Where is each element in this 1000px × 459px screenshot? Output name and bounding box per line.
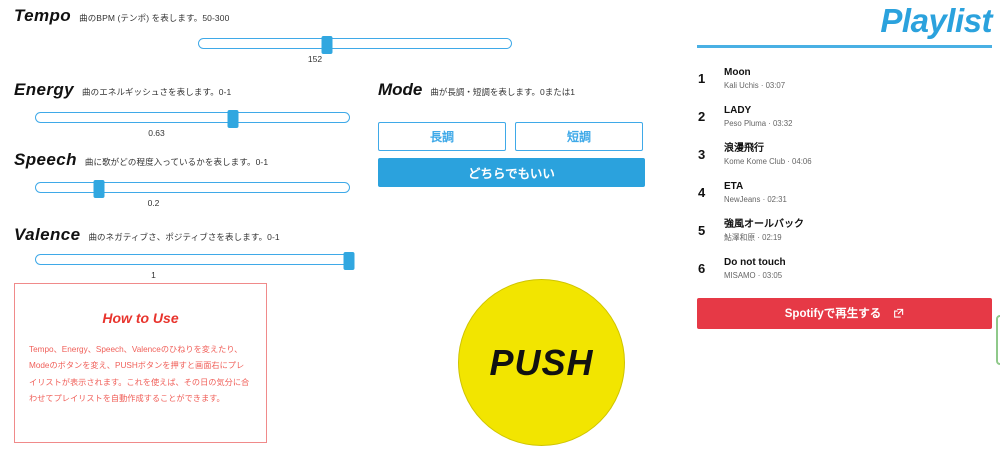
playlist-divider: [697, 45, 992, 48]
mode-minor-button[interactable]: 短調: [515, 122, 643, 151]
how-to-use-title: How to Use: [102, 310, 179, 326]
playlist-title: Playlist: [880, 2, 992, 39]
playlist-track-meta: ETA NewJeans · 02:31: [724, 179, 787, 206]
playlist-track-meta: LADY Peso Pluma · 03:32: [724, 103, 792, 130]
energy-slider-thumb[interactable]: [227, 109, 239, 128]
param-valence-title: Valence: [14, 225, 81, 244]
spotify-play-button-label: Spotifyで再生する: [784, 308, 882, 321]
speech-slider-thumb[interactable]: [93, 179, 105, 198]
param-energy-title: Energy: [14, 80, 75, 99]
playlist-track-artist-duration: Peso Pluma · 03:32: [724, 119, 793, 129]
playlist-track-title: Do not touch: [724, 257, 786, 269]
mode-block: Mode 曲が長調・短調を表します。0または1 長調 短調 どちらでもいい: [378, 80, 645, 187]
valence-slider[interactable]: 1: [35, 251, 355, 280]
speech-slider-value: 0.2: [147, 198, 160, 208]
param-tempo-head: Tempo 曲のBPM (テンポ) を表します。50-300: [0, 6, 680, 26]
param-speech-description: 曲に歌がどの程度入っているかを表します。0-1: [84, 157, 269, 167]
tempo-slider[interactable]: 152: [198, 35, 512, 64]
valence-slider-value: 1: [151, 270, 156, 280]
playlist-track-number: 1: [698, 71, 706, 87]
playlist-track-title: Moon: [724, 67, 751, 79]
param-valence-head: Valence 曲のネガティブさ、ポジティブさを表します。0-1: [0, 225, 680, 245]
playlist-track-title: ETA: [724, 181, 744, 193]
how-to-use-box: How to Use Tempo、Energy、Speech、Valenceのひ…: [14, 283, 267, 443]
edge-green-widget[interactable]: [996, 315, 1000, 365]
push-button[interactable]: PUSH: [458, 279, 625, 446]
mode-major-button[interactable]: 長調: [378, 122, 506, 151]
playlist-track-number: 5: [698, 223, 706, 239]
playlist-track-artist-duration: MISAMO · 03:05: [724, 271, 783, 281]
playlist-track-artist-duration: Kali Uchis · 03:07: [724, 81, 786, 91]
param-tempo: Tempo 曲のBPM (テンポ) を表します。50-300: [0, 6, 680, 26]
mode-description: 曲が長調・短調を表します。0または1: [430, 87, 575, 97]
energy-slider-value: 0.63: [148, 128, 165, 138]
param-tempo-description: 曲のBPM (テンポ) を表します。50-300: [79, 13, 230, 23]
speech-slider[interactable]: 0.2: [35, 179, 350, 208]
playlist-track-number: 4: [698, 185, 706, 201]
playlist-track-row[interactable]: 4 ETA NewJeans · 02:31: [690, 174, 1000, 212]
playlist-track-meta: 浪漫飛行 Kome Kome Club · 04:06: [724, 141, 812, 168]
param-speech-head: Speech 曲に歌がどの程度入っているかを表します。0-1: [0, 150, 680, 170]
param-valence-description: 曲のネガティブさ、ポジティブさを表します。0-1: [88, 232, 280, 242]
playlist-track-number: 2: [698, 109, 706, 125]
playlist-track-number: 3: [698, 147, 706, 163]
how-to-use-body: Tempo、Energy、Speech、Valenceのひねりを変えたり、Mod…: [29, 345, 250, 404]
playlist-track-meta: 強風オールバック鮎澤和原 · 02:19: [724, 217, 804, 244]
external-link-icon: [893, 308, 904, 319]
playlist-track-artist-duration: 鮎澤和原 · 02:19: [724, 233, 782, 243]
speech-slider-track[interactable]: [35, 179, 350, 198]
param-tempo-title: Tempo: [14, 6, 72, 25]
playlist-track-title: 浪漫飛行: [724, 143, 764, 155]
param-energy-description: 曲のエネルギッシュさを表します。0-1: [82, 87, 232, 97]
energy-slider-track[interactable]: [35, 109, 350, 128]
playlist-track-artist-duration: Kome Kome Club · 04:06: [724, 157, 812, 167]
param-valence: Valence 曲のネガティブさ、ポジティブさを表します。0-1: [0, 225, 680, 245]
push-button-label: PUSH: [489, 341, 594, 383]
mode-head: Mode 曲が長調・短調を表します。0または1: [378, 80, 643, 100]
tempo-slider-track[interactable]: [198, 35, 512, 54]
controls-panel: Tempo 曲のBPM (テンポ) を表します。50-300 152 Energ…: [0, 6, 680, 446]
playlist-track-row[interactable]: 5 強風オールバック鮎澤和原 · 02:19: [690, 212, 1000, 250]
param-speech-title: Speech: [14, 150, 77, 169]
param-energy: Energy 曲のエネルギッシュさを表します。0-1: [0, 80, 680, 100]
valence-slider-track[interactable]: [35, 251, 355, 270]
tempo-slider-value: 152: [307, 54, 323, 64]
valence-slider-thumb[interactable]: [343, 251, 355, 270]
playlist-track-row[interactable]: 2 LADY Peso Pluma · 03:32: [690, 98, 1000, 136]
playlist-track-number: 6: [698, 261, 706, 277]
playlist-track-title: 強風オールバック: [724, 219, 804, 231]
spotify-play-button[interactable]: Spotifyで再生する: [697, 297, 992, 329]
mode-button-row: 長調 短調: [378, 122, 643, 151]
tempo-slider-thumb[interactable]: [321, 35, 333, 54]
playlist-track-artist-duration: NewJeans · 02:31: [724, 195, 787, 205]
param-energy-head: Energy 曲のエネルギッシュさを表します。0-1: [0, 80, 680, 100]
mode-title: Mode: [378, 80, 423, 99]
energy-slider[interactable]: 0.63: [35, 109, 350, 138]
playlist-track-row[interactable]: 3 浪漫飛行 Kome Kome Club · 04:06: [690, 136, 1000, 174]
playlist-track-title: LADY: [724, 105, 752, 117]
mode-any-button[interactable]: どちらでもいい: [378, 158, 645, 187]
param-speech: Speech 曲に歌がどの程度入っているかを表します。0-1: [0, 150, 680, 170]
